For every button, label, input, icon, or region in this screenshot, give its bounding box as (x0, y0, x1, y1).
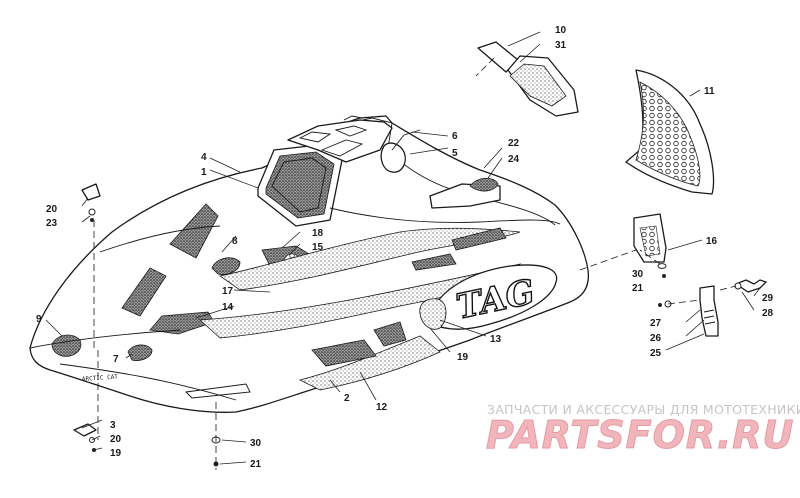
callout-31: 31 (555, 40, 567, 51)
callout-labels: 10 31 11 6 5 4 1 22 24 20 23 8 18 15 16 … (36, 25, 774, 470)
callout-19-right: 19 (457, 352, 469, 363)
callout-5: 5 (452, 148, 458, 159)
callout-19-bottom: 19 (110, 448, 122, 459)
vent-side-2 (185, 383, 251, 399)
callout-24: 24 (508, 154, 520, 165)
stripe-upper (219, 227, 521, 291)
callout-4: 4 (201, 152, 207, 163)
bracket-20-top (81, 183, 101, 201)
callout-29: 29 (762, 293, 774, 304)
hardware-30-21-right (657, 263, 667, 278)
screw-23 (90, 218, 94, 222)
hook-28-29 (735, 279, 767, 293)
callout-22: 22 (508, 138, 520, 149)
callout-20-bottom: 20 (110, 434, 122, 445)
callout-30-right: 30 (632, 269, 644, 280)
callout-15: 15 (312, 242, 324, 253)
washer-23 (88, 208, 96, 216)
grille-24 (469, 177, 499, 192)
stripe-lower (199, 263, 522, 339)
dash-vent-a (298, 131, 332, 143)
dash-edge (343, 115, 363, 121)
vent-lower-12 (311, 339, 377, 367)
callout-13: 13 (490, 334, 502, 345)
vent-lower-12b (373, 321, 407, 347)
callout-7: 7 (113, 354, 119, 365)
nose-decal-8 (211, 257, 241, 275)
callout-26: 26 (650, 333, 662, 344)
hardware-20-23 (81, 183, 101, 222)
callout-1: 1 (201, 167, 207, 178)
callout-9: 9 (36, 314, 42, 325)
part-16 (633, 213, 667, 263)
latch-assembly (658, 279, 767, 337)
callout-14: 14 (222, 302, 234, 313)
callout-3: 3 (110, 420, 116, 431)
callout-10: 10 (555, 25, 567, 36)
mirror (380, 142, 406, 173)
vent-right-a (451, 227, 507, 251)
nose-decal-7 (127, 344, 153, 361)
callout-12: 12 (376, 402, 388, 413)
dash-panel (287, 119, 393, 163)
hardware-bottom (73, 423, 221, 467)
vent-left-lower (121, 267, 167, 317)
callout-16: 16 (706, 236, 718, 247)
contour-2 (59, 363, 237, 401)
callout-18: 18 (312, 228, 324, 239)
callout-28: 28 (762, 308, 774, 319)
part-10-31 (477, 41, 579, 117)
stripe-rear (298, 335, 441, 391)
dash-vent-b (334, 125, 368, 137)
screw-21-right (662, 274, 666, 278)
hood-assembly: TAG ARCTIC CAT (29, 115, 590, 413)
screw-27 (658, 303, 662, 307)
callout-23: 23 (46, 218, 58, 229)
dash-vent-c (320, 139, 364, 157)
washer-30-right (657, 263, 667, 269)
leader-lines (45, 31, 761, 465)
contour-1 (29, 329, 181, 349)
windshield-glass (265, 151, 335, 219)
callout-21-bottom: 21 (250, 459, 262, 470)
watermark-brand: PARTSFOR.RU (485, 413, 795, 458)
latch-grip (703, 309, 716, 325)
windshield-glare (271, 157, 327, 213)
assembly-lines (93, 57, 737, 470)
callout-8: 8 (232, 236, 238, 247)
callout-6: 6 (452, 131, 458, 142)
vent-left-upper (169, 203, 219, 259)
emblem-13 (419, 298, 447, 330)
nose-lettering: ARCTIC CAT (82, 373, 119, 383)
contour-3 (329, 207, 561, 225)
callout-17: 17 (222, 286, 234, 297)
contour-4 (99, 225, 221, 253)
callout-11: 11 (704, 86, 715, 97)
bracket-3 (73, 423, 97, 437)
vent-right-b (411, 253, 457, 271)
callout-2: 2 (344, 393, 350, 404)
part-11 (625, 69, 715, 195)
callout-27: 27 (650, 318, 662, 329)
part-31-texture (509, 63, 567, 107)
mirror-stem (391, 129, 421, 151)
tag-decal: TAG (431, 264, 558, 330)
callout-21-right: 21 (632, 283, 644, 294)
callout-20-left: 20 (46, 204, 58, 215)
callout-25: 25 (650, 348, 662, 359)
callout-30-bottom: 30 (250, 438, 262, 449)
watermark-subtitle: ЗАПЧАСТИ И АКСЕССУАРЫ ДЛЯ МОТОТЕХНИКИ (487, 402, 800, 417)
